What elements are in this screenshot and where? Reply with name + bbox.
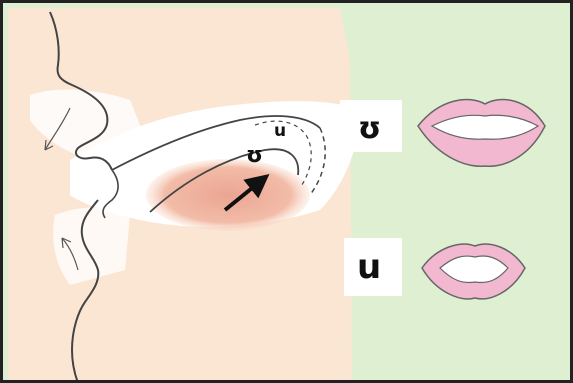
tongue-label-upsilon: ʊ [246,143,263,168]
lips-label-upsilon: ʊ [358,111,381,146]
tongue-label-u: u [274,121,286,141]
lips-label-u: u [357,247,381,287]
